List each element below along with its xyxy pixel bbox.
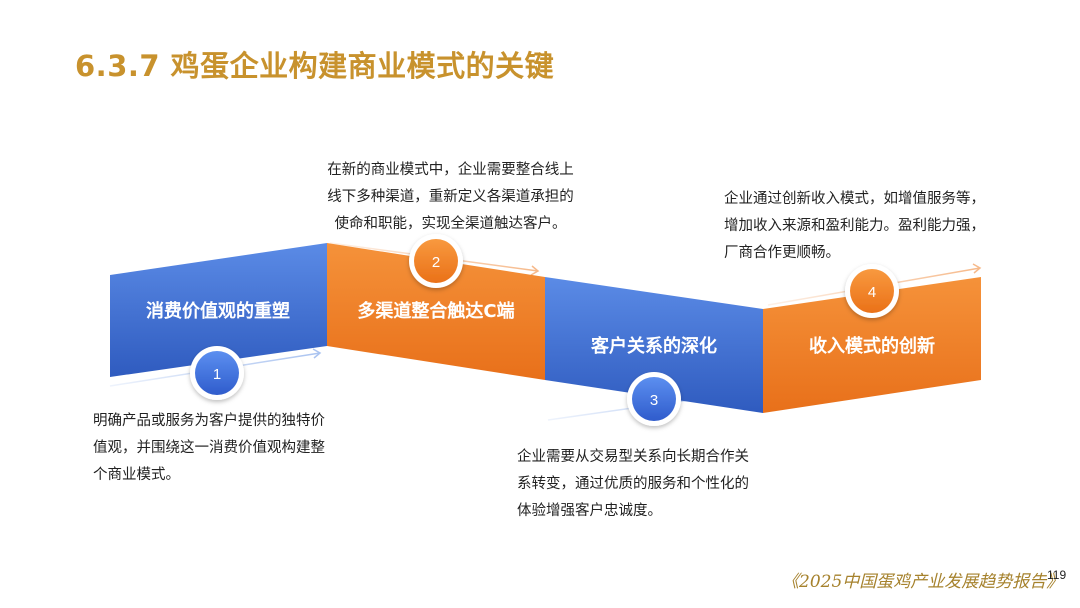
step-3-description: 企业需要从交易型关系向长期合作关 系转变，通过优质的服务和个性化的 体验增强客户… bbox=[517, 444, 749, 525]
step-2-description-line: 在新的商业模式中，企业需要整合线上 bbox=[327, 162, 574, 178]
step-1-label: 消费价值观的重塑 bbox=[146, 300, 290, 322]
step-2-description-line: 使命和职能，实现全渠道触达客户。 bbox=[334, 216, 567, 232]
step-4-number-badge bbox=[845, 264, 899, 318]
step-4-label: 收入模式的创新 bbox=[809, 335, 935, 357]
step-4-description-line: 企业通过创新收入模式，如增值服务等， bbox=[724, 191, 985, 207]
step-2-panel bbox=[327, 243, 545, 380]
report-footer: 《2025中国蛋鸡产业发展趋势报告》 bbox=[782, 572, 1064, 592]
step-3-panel bbox=[545, 277, 763, 413]
step-3-description-line: 体验增强客户忠诚度。 bbox=[517, 503, 662, 519]
step-3-label: 客户关系的深化 bbox=[591, 335, 717, 357]
step-4-panel bbox=[763, 277, 981, 413]
step-2-description: 在新的商业模式中，企业需要整合线上 线下多种渠道，重新定义各渠道承担的 使命和职… bbox=[313, 157, 588, 238]
step-4-description: 企业通过创新收入模式，如增值服务等， 增加收入来源和盈利能力。盈利能力强， 厂商… bbox=[724, 186, 985, 267]
step-2-number: 2 bbox=[432, 254, 440, 271]
step-1-description-line: 明确产品或服务为客户提供的独特价 bbox=[93, 413, 325, 429]
step-2-number-badge bbox=[409, 234, 463, 288]
step-4-description-line: 厂商合作更顺畅。 bbox=[724, 245, 840, 261]
step-3-description-line: 企业需要从交易型关系向长期合作关 bbox=[517, 449, 749, 465]
step-4-number: 4 bbox=[868, 284, 876, 301]
step-1-description-line: 个商业模式。 bbox=[93, 467, 180, 483]
step-1-description-line: 值观，并围绕这一消费价值观构建整 bbox=[93, 440, 325, 456]
step-4-description-line: 增加收入来源和盈利能力。盈利能力强， bbox=[724, 218, 985, 234]
page-number: 119 bbox=[1047, 568, 1067, 582]
step-1-description: 明确产品或服务为客户提供的独特价 值观，并围绕这一消费价值观构建整 个商业模式。 bbox=[93, 408, 325, 489]
step-1-number-badge bbox=[190, 346, 244, 400]
step-2-description-line: 线下多种渠道，重新定义各渠道承担的 bbox=[327, 189, 574, 205]
step-2-label: 多渠道整合触达C端 bbox=[357, 300, 514, 322]
step-3-number: 3 bbox=[650, 392, 658, 409]
step-3-number-badge bbox=[627, 372, 681, 426]
step-1-panel bbox=[110, 243, 327, 377]
step-1-number: 1 bbox=[213, 366, 221, 383]
step-3-description-line: 系转变，通过优质的服务和个性化的 bbox=[517, 476, 749, 492]
page-title: 6.3.7 鸡蛋企业构建商业模式的关键 bbox=[75, 49, 555, 83]
